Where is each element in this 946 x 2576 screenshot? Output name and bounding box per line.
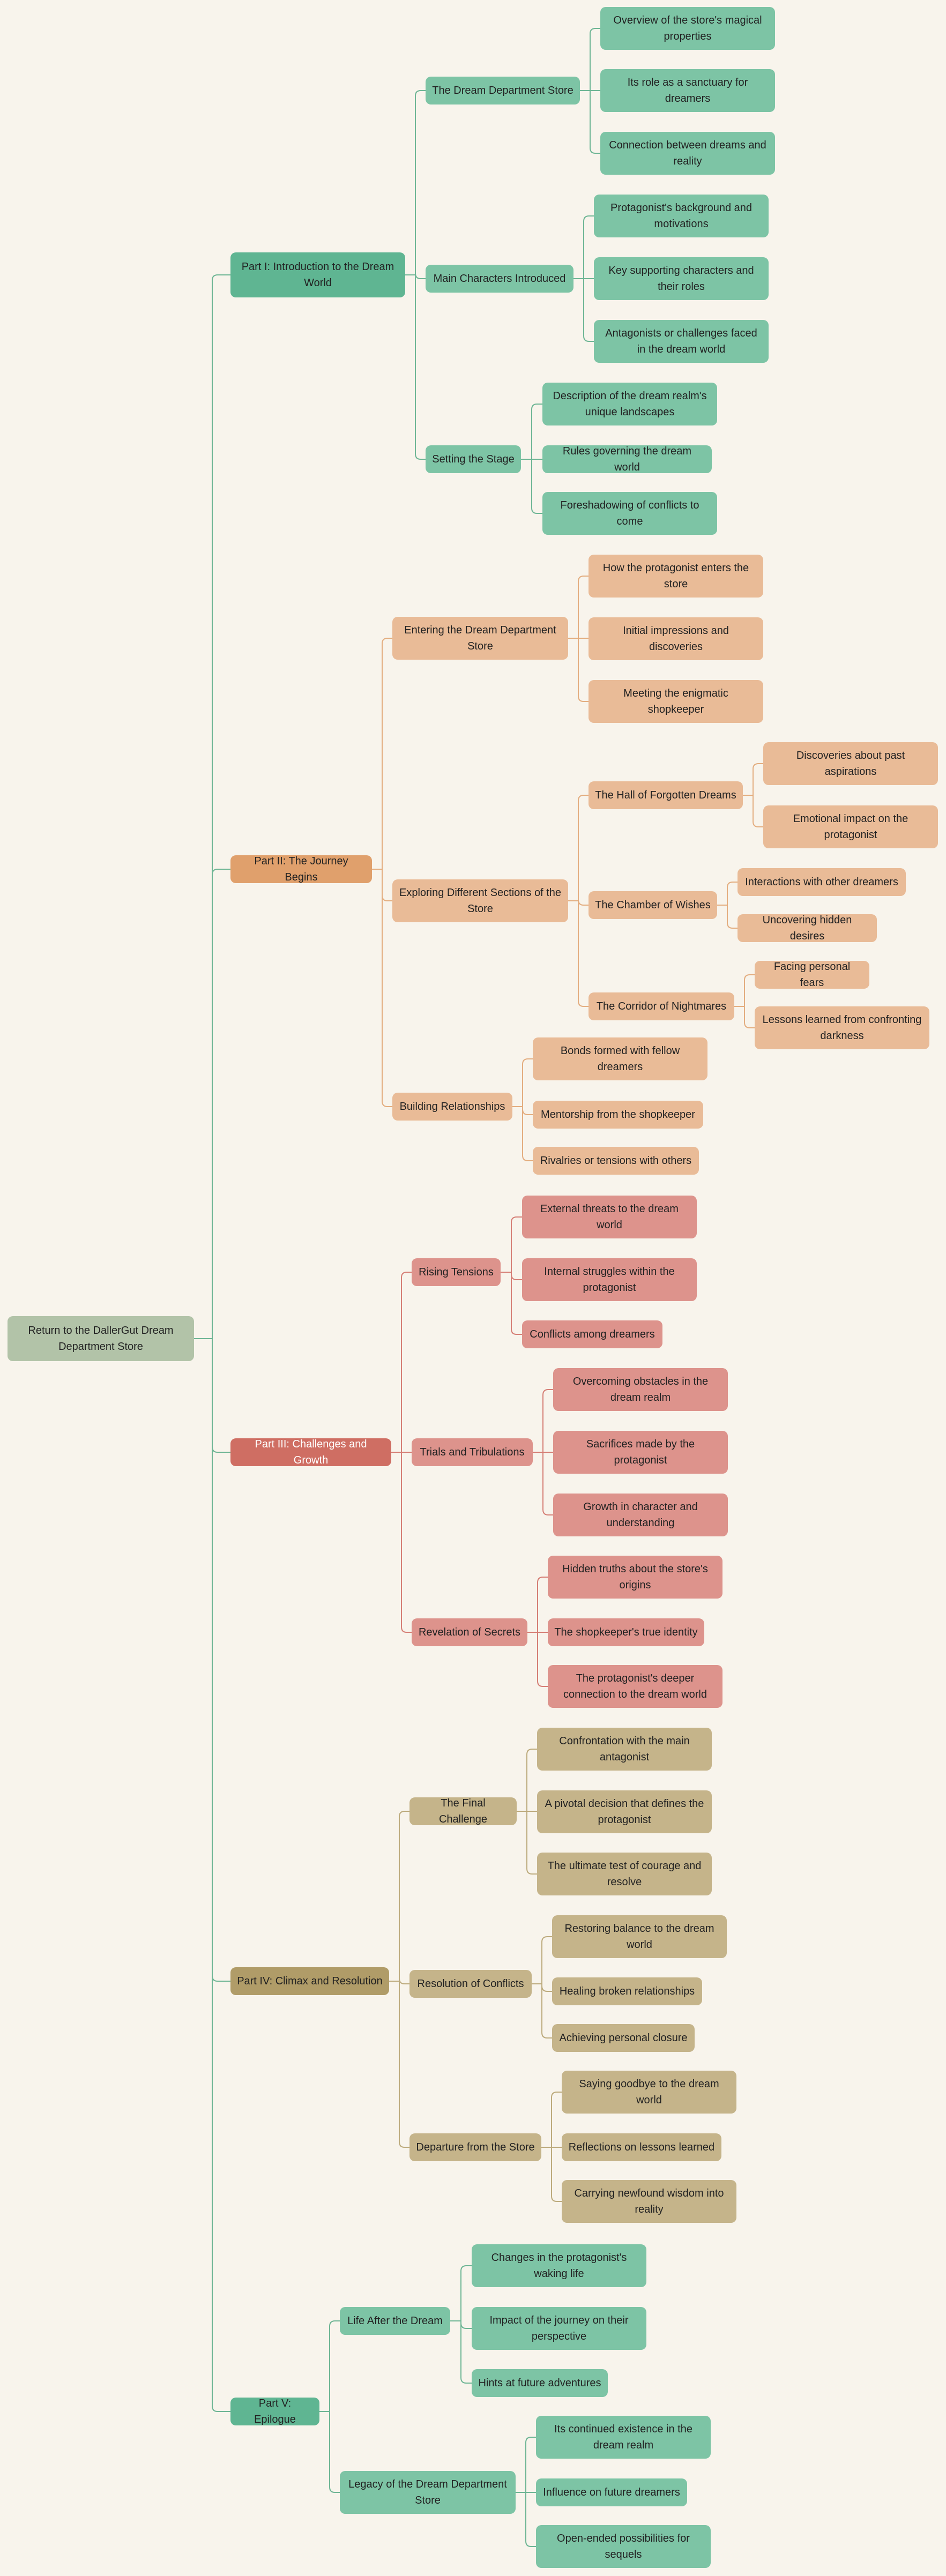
connector-root: [194, 274, 230, 2412]
connector-part-2: [372, 638, 392, 1107]
part-5-section-1-item-2[interactable]: Impact of the journey on their perspecti…: [472, 2307, 646, 2350]
part-2-subsection-1-item-2[interactable]: Emotional impact on the protagonist: [763, 805, 938, 848]
connector-part-2-section-1: [568, 576, 589, 702]
part-3-section-3-item-3[interactable]: The protagonist's deeper connection to t…: [548, 1665, 722, 1708]
part-4-section-3[interactable]: Departure from the Store: [409, 2133, 541, 2161]
connector-part-2-section-3: [512, 1058, 533, 1161]
part-1-section-3-item-2[interactable]: Rules governing the dream world: [542, 445, 712, 473]
part-3-section-3-item-2[interactable]: The shopkeeper's true identity: [548, 1618, 704, 1646]
part-3-section-1-item-2[interactable]: Internal struggles within the protagonis…: [522, 1258, 697, 1301]
part-1-section-2-item-2[interactable]: Key supporting characters and their role…: [594, 257, 769, 300]
part-5-section-2[interactable]: Legacy of the Dream Department Store: [340, 2471, 516, 2514]
part-4-section-3-item-1[interactable]: Saying goodbye to the dream world: [562, 2071, 736, 2114]
part-1-section-1-item-3[interactable]: Connection between dreams and reality: [600, 132, 775, 175]
connector-part-3-section-1: [501, 1216, 522, 1335]
connector-part-3-section-3: [527, 1577, 548, 1687]
part-5-section-2-item-2[interactable]: Influence on future dreamers: [536, 2478, 687, 2506]
connector-part-3: [391, 1272, 412, 1633]
part-1-section-1-item-1[interactable]: Overview of the store's magical properti…: [600, 7, 775, 50]
part-1-section-1[interactable]: The Dream Department Store: [426, 77, 580, 104]
part-2-section-3[interactable]: Building Relationships: [392, 1093, 512, 1121]
part-3-section-2[interactable]: Trials and Tribulations: [412, 1438, 533, 1466]
part-1-section-2[interactable]: Main Characters Introduced: [426, 265, 573, 293]
connector-part-2-section-2: [568, 795, 589, 1007]
connector-part-4: [389, 1811, 409, 2148]
part-4-section-2-item-3[interactable]: Achieving personal closure: [552, 2024, 695, 2052]
part-5-node[interactable]: Part V: Epilogue: [230, 2398, 319, 2425]
part-2-subsection-2-item-2[interactable]: Uncovering hidden desires: [738, 914, 877, 942]
part-3-section-1-item-1[interactable]: External threats to the dream world: [522, 1196, 697, 1238]
connector-part-4-section-2: [532, 1936, 552, 2039]
connector-part-5-section-1: [450, 2265, 472, 2384]
part-4-node[interactable]: Part IV: Climax and Resolution: [230, 1967, 389, 1995]
part-2-section-1-item-3[interactable]: Meeting the enigmatic shopkeeper: [589, 680, 763, 723]
part-1-section-3-item-3[interactable]: Foreshadowing of conflicts to come: [542, 492, 717, 535]
part-3-section-2-item-3[interactable]: Growth in character and understanding: [553, 1494, 728, 1536]
part-2-subsection-3-item-1[interactable]: Facing personal fears: [755, 961, 869, 989]
part-3-section-3-item-1[interactable]: Hidden truths about the store's origins: [548, 1556, 722, 1599]
part-1-section-2-item-3[interactable]: Antagonists or challenges faced in the d…: [594, 320, 769, 363]
part-2-section-1[interactable]: Entering the Dream Department Store: [392, 617, 568, 660]
part-3-section-1[interactable]: Rising Tensions: [412, 1258, 501, 1286]
part-5-section-2-item-1[interactable]: Its continued existence in the dream rea…: [536, 2416, 711, 2459]
part-5-section-1-item-3[interactable]: Hints at future adventures: [472, 2369, 608, 2397]
part-2-subsection-2[interactable]: The Chamber of Wishes: [589, 891, 717, 919]
connector-part-4-section-3: [541, 2092, 562, 2202]
part-4-section-1-item-1[interactable]: Confrontation with the main antagonist: [537, 1728, 712, 1771]
part-4-section-3-item-3[interactable]: Carrying newfound wisdom into reality: [562, 2180, 736, 2223]
root-node[interactable]: Return to the DallerGut Dream Department…: [8, 1316, 194, 1361]
part-4-section-1-item-2[interactable]: A pivotal decision that defines the prot…: [537, 1790, 712, 1833]
part-2-subsection-3[interactable]: The Corridor of Nightmares: [589, 992, 734, 1020]
connector-part-2-subsection-1: [743, 763, 763, 827]
part-2-section-1-item-1[interactable]: How the protagonist enters the store: [589, 555, 763, 598]
connector-part-1: [405, 90, 426, 460]
part-2-section-3-item-3[interactable]: Rivalries or tensions with others: [533, 1147, 699, 1175]
part-1-section-2-item-1[interactable]: Protagonist's background and motivations: [594, 195, 769, 237]
part-3-section-3[interactable]: Revelation of Secrets: [412, 1618, 527, 1646]
connector-part-3-section-2: [533, 1389, 553, 1515]
connector-part-5-section-2: [516, 2437, 536, 2547]
connector-part-5: [319, 2320, 340, 2493]
part-4-section-2-item-2[interactable]: Healing broken relationships: [552, 1977, 702, 2005]
part-4-section-2-item-1[interactable]: Restoring balance to the dream world: [552, 1915, 727, 1958]
connector-part-2-subsection-2: [717, 882, 738, 929]
part-3-section-2-item-1[interactable]: Overcoming obstacles in the dream realm: [553, 1368, 728, 1411]
connector-part-2-subsection-3: [734, 974, 755, 1028]
part-4-section-3-item-2[interactable]: Reflections on lessons learned: [562, 2133, 721, 2161]
connector-part-1-section-3: [521, 404, 542, 514]
part-4-section-1[interactable]: The Final Challenge: [409, 1797, 517, 1825]
part-1-section-3-item-1[interactable]: Description of the dream realm's unique …: [542, 383, 717, 425]
part-2-subsection-1-item-1[interactable]: Discoveries about past aspirations: [763, 742, 938, 785]
part-4-section-2[interactable]: Resolution of Conflicts: [409, 1970, 532, 1998]
part-2-subsection-2-item-1[interactable]: Interactions with other dreamers: [738, 868, 906, 896]
part-1-section-1-item-2[interactable]: Its role as a sanctuary for dreamers: [600, 69, 775, 112]
connector-part-1-section-1: [580, 28, 600, 154]
part-3-section-1-item-3[interactable]: Conflicts among dreamers: [522, 1320, 662, 1348]
connector-part-4-section-1: [517, 1749, 537, 1875]
part-4-section-1-item-3[interactable]: The ultimate test of courage and resolve: [537, 1853, 712, 1895]
part-1-node[interactable]: Part I: Introduction to the Dream World: [230, 252, 405, 297]
part-3-section-2-item-2[interactable]: Sacrifices made by the protagonist: [553, 1431, 728, 1474]
connector-part-1-section-2: [573, 215, 594, 342]
part-2-section-3-item-2[interactable]: Mentorship from the shopkeeper: [533, 1101, 703, 1129]
part-2-section-1-item-2[interactable]: Initial impressions and discoveries: [589, 617, 763, 660]
part-2-subsection-3-item-2[interactable]: Lessons learned from confronting darknes…: [755, 1006, 929, 1049]
part-5-section-2-item-3[interactable]: Open-ended possibilities for sequels: [536, 2525, 711, 2568]
part-2-section-2[interactable]: Exploring Different Sections of the Stor…: [392, 879, 568, 922]
part-3-node[interactable]: Part III: Challenges and Growth: [230, 1438, 391, 1466]
part-2-subsection-1[interactable]: The Hall of Forgotten Dreams: [589, 781, 743, 809]
part-1-section-3[interactable]: Setting the Stage: [426, 445, 521, 473]
part-5-section-1[interactable]: Life After the Dream: [340, 2307, 450, 2335]
part-5-section-1-item-1[interactable]: Changes in the protagonist's waking life: [472, 2244, 646, 2287]
part-2-section-3-item-1[interactable]: Bonds formed with fellow dreamers: [533, 1037, 707, 1080]
part-2-node[interactable]: Part II: The Journey Begins: [230, 855, 372, 883]
